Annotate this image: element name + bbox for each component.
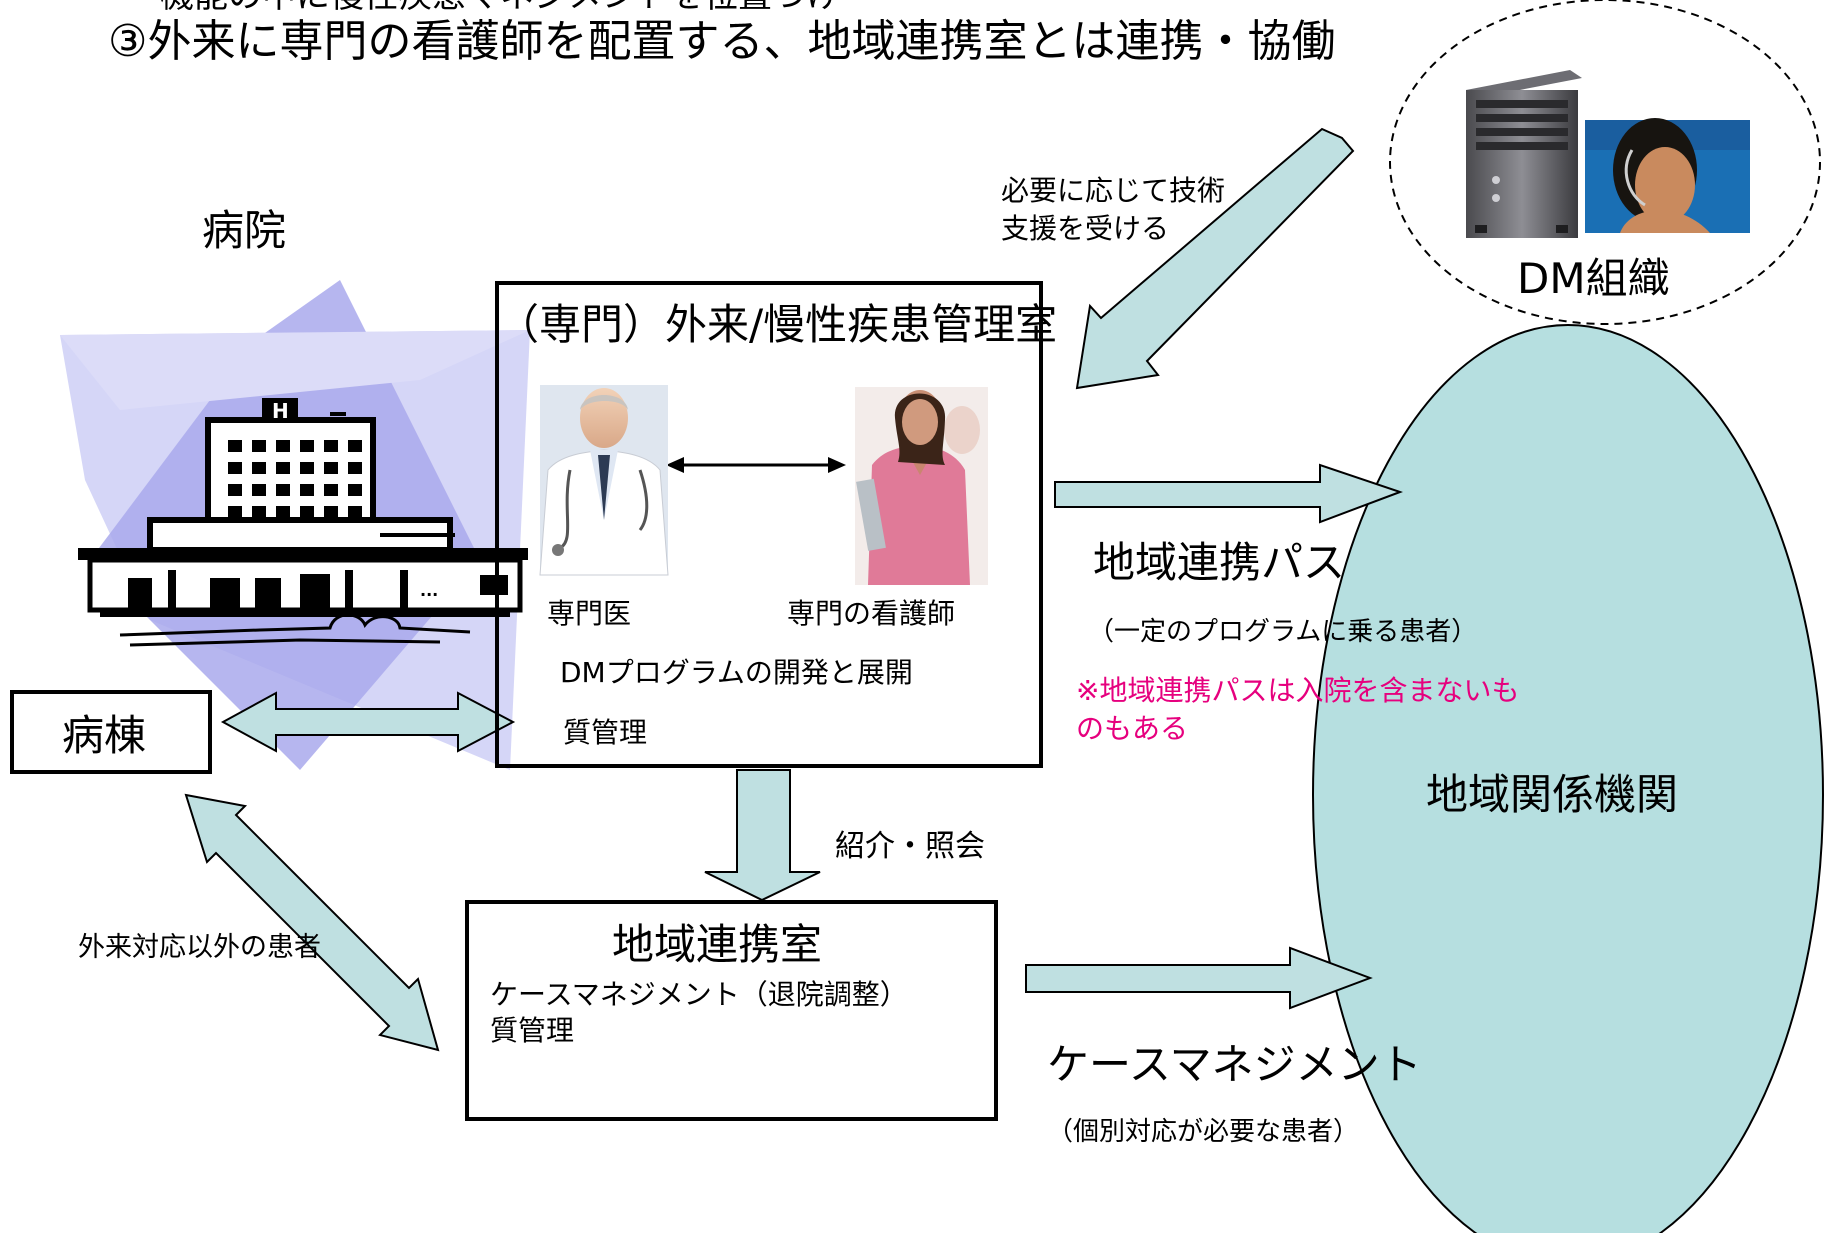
operator-photo (1585, 118, 1750, 233)
regional-orgs-ellipse (1312, 324, 1824, 1233)
support-note-line2: 支援を受ける (1001, 212, 1170, 245)
page-title: ③外来に専門の看護師を配置する、地域連携室とは連携・協働 (108, 16, 1336, 67)
referral-arrow (704, 769, 821, 902)
nurse-photo (855, 387, 988, 585)
outpatient-office-title: （専門）外来/慢性疾患管理室 (497, 300, 1058, 349)
regional-path-note-line2: のもある (1076, 712, 1189, 745)
ward-office-double-arrow (220, 691, 516, 753)
svg-text:H: H (272, 399, 289, 423)
regional-path-note-line1: ※地域連携パスは入院を含まないも (1076, 674, 1520, 707)
other-patients-label: 外来対応以外の患者 (78, 932, 321, 963)
nurse-label: 専門の看護師 (787, 597, 956, 630)
doctor-nurse-link (666, 457, 846, 473)
hospital-label: 病院 (202, 206, 287, 255)
regional-path-arrow (1054, 463, 1403, 524)
case-mgmt-label: ケースマネジメント (1047, 1040, 1422, 1089)
support-arrow (1075, 127, 1355, 390)
case-mgmt-sub: （個別対応が必要な患者） (1047, 1117, 1360, 1147)
doctor-label: 専門医 (547, 597, 632, 630)
case-mgmt-arrow (1025, 946, 1373, 1010)
outpatient-office-box (495, 281, 1043, 768)
svg-text:...: ... (420, 581, 438, 600)
regional-office-title: 地域連携室 (612, 920, 823, 969)
regional-path-sub: （一定のプログラムに乗る患者） (1088, 617, 1478, 647)
header-cut-line: 機能の中に慢性疾患マネジメントを位置づけ (160, 0, 840, 15)
ward-box (10, 690, 212, 774)
dm-org-outline (1389, 0, 1821, 325)
support-note-line1: 必要に応じて技術 (1001, 174, 1226, 207)
outpatient-item-dm-program: DMプログラムの開発と展開 (560, 656, 913, 689)
outpatient-item-quality: 質管理 (563, 716, 648, 749)
doctor-photo (539, 385, 669, 576)
dm-org-label: DM組織 (1517, 254, 1670, 303)
regional-orgs-label: 地域関係機関 (1426, 770, 1679, 819)
ward-regional-double-arrow (184, 793, 440, 1052)
regional-office-item-case: ケースマネジメント（退院調整） (490, 978, 908, 1011)
hospital-illustration: H ... (60, 280, 530, 770)
regional-office-item-quality: 質管理 (490, 1014, 575, 1047)
regional-office-box (465, 900, 998, 1121)
regional-path-label: 地域連携パス (1093, 538, 1346, 587)
server-icon (1466, 70, 1582, 238)
referral-label: 紹介・照会 (835, 829, 985, 864)
ward-label: 病棟 (62, 711, 147, 760)
